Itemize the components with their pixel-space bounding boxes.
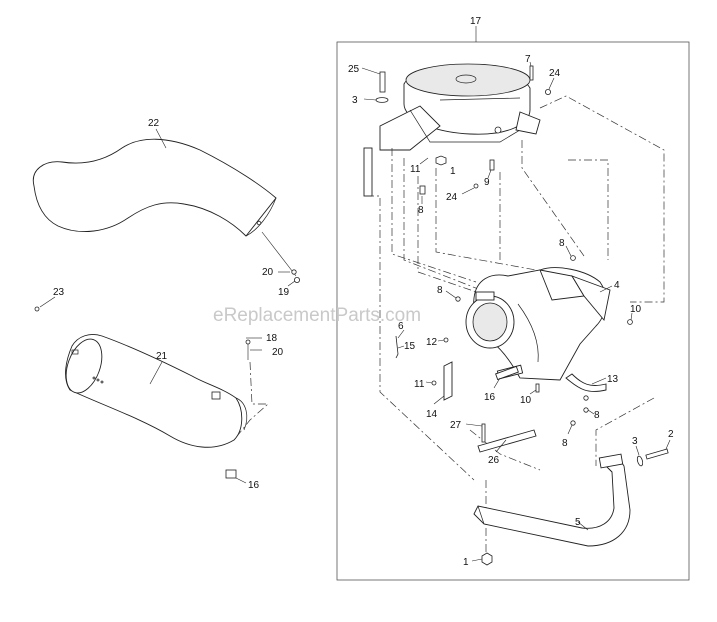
callout-15: 15 <box>404 341 416 352</box>
watermark: eReplacementParts.com <box>213 305 421 326</box>
callout-8: 8 <box>559 238 565 249</box>
bracket-14-icon <box>443 361 453 401</box>
callout-10: 10 <box>630 304 642 315</box>
assembly-17-frame <box>336 41 690 581</box>
callout-20: 20 <box>262 267 274 278</box>
callout-18: 18 <box>266 333 278 344</box>
screw-10-icon <box>627 319 633 325</box>
callout-12: 12 <box>426 337 438 348</box>
callout-27: 27 <box>450 420 462 431</box>
callout-10: 10 <box>520 395 532 406</box>
callout-24: 24 <box>549 68 561 79</box>
callout-3: 3 <box>352 95 358 106</box>
callout-17: 17 <box>470 16 482 27</box>
callout-1: 1 <box>450 166 456 177</box>
nut-19-icon <box>293 276 300 283</box>
nut-8-icon <box>570 255 576 261</box>
nut-24-icon <box>545 89 552 96</box>
chute-transition-4 <box>465 267 611 381</box>
callout-23: 23 <box>53 287 65 298</box>
callout-11: 11 <box>414 379 425 390</box>
callout-25: 25 <box>348 64 360 75</box>
bolt-25-icon <box>379 71 386 93</box>
elbow-tube-21 <box>65 334 248 479</box>
callout-8: 8 <box>418 205 424 216</box>
callout-24: 24 <box>446 192 458 203</box>
screw-23-icon <box>34 306 40 312</box>
blower-housing-17 <box>363 63 541 197</box>
callout-2: 2 <box>668 429 674 440</box>
clip-16-icon <box>495 365 519 381</box>
callout-11: 11 <box>410 164 421 175</box>
callout-13: 13 <box>607 374 619 385</box>
u-frame-5 <box>473 453 631 547</box>
chute-tube-22 <box>32 138 277 237</box>
callout-26: 26 <box>488 455 500 466</box>
callout-14: 14 <box>426 409 438 420</box>
callout-5: 5 <box>575 517 581 528</box>
callout-1: 1 <box>463 557 469 568</box>
callout-4: 4 <box>614 280 620 291</box>
callout-3: 3 <box>632 436 638 447</box>
wear-strip-26 <box>477 429 537 453</box>
screw-27-icon <box>481 423 486 443</box>
bolt-9-icon <box>489 159 495 171</box>
callout-8: 8 <box>594 410 600 421</box>
screw-7-icon <box>529 65 534 81</box>
callout-6: 6 <box>398 321 404 332</box>
callout-19: 19 <box>278 287 290 298</box>
bolt-18-icon <box>245 339 251 345</box>
nut-1b-icon <box>481 552 493 566</box>
deflector-strip-13 <box>565 373 607 392</box>
nut-1-icon <box>435 155 447 166</box>
bolt-2-icon <box>645 448 669 460</box>
callout-9: 9 <box>484 177 490 188</box>
callout-8: 8 <box>562 438 568 449</box>
callout-20: 20 <box>272 347 284 358</box>
callout-7: 7 <box>525 54 531 65</box>
callout-16: 16 <box>248 480 260 491</box>
callout-16: 16 <box>484 392 496 403</box>
callout-22: 22 <box>148 118 160 129</box>
bolt-20-icon <box>291 269 297 275</box>
callout-21: 21 <box>156 351 168 362</box>
callout-8: 8 <box>437 285 443 296</box>
